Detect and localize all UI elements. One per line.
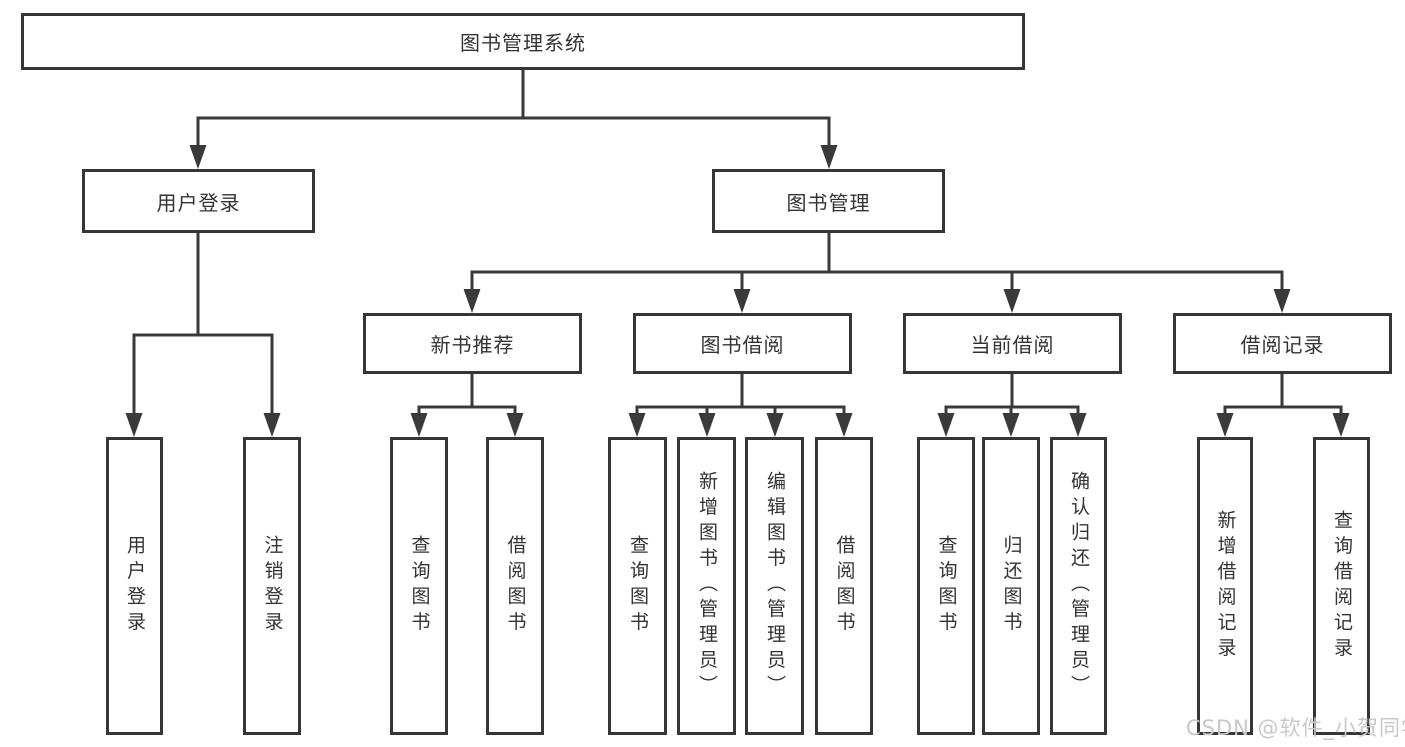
leaf-query-books-recommend: 查询图书	[390, 437, 448, 735]
node-label: 借阅图书	[833, 535, 856, 637]
node-borrowing-records: 借阅记录	[1173, 313, 1392, 374]
leaf-logout-login: 注销登录	[243, 437, 301, 735]
csdn-watermark: CSDN @软件_小贺同学	[1186, 716, 1405, 740]
connector-root-to-level1	[196, 69, 831, 147]
node-new-book-recommend: 新书推荐	[363, 313, 582, 374]
node-root-library-system: 图书管理系统	[21, 13, 1025, 70]
connector-newbook-to-leaves	[417, 373, 517, 415]
leaf-borrow-books-recommend: 借阅图书	[486, 437, 544, 735]
node-label: 确认归还（管理员）	[1068, 471, 1090, 701]
leaf-add-book-admin: 新增图书（管理员）	[677, 437, 736, 735]
node-label: 图书管理	[786, 190, 871, 215]
node-label: 编辑图书（管理员）	[764, 471, 786, 701]
leaf-query-books-borrowing: 查询图书	[608, 437, 667, 735]
node-label: 借阅记录	[1240, 333, 1325, 357]
leaf-user-login: 用户登录	[106, 437, 163, 735]
node-label: 用户登录	[124, 535, 146, 637]
node-book-management: 图书管理	[712, 169, 945, 233]
leaf-borrow-books: 借阅图书	[815, 437, 873, 735]
node-label: 新增借阅记录	[1214, 509, 1237, 663]
node-user-login: 用户登录	[82, 169, 315, 233]
node-label: 新书推荐	[430, 333, 515, 357]
node-label: 用户登录	[156, 190, 241, 215]
node-label: 注销登录	[261, 535, 284, 637]
node-label: 新增图书（管理员）	[696, 471, 718, 701]
node-label: 查询图书	[408, 535, 431, 637]
leaf-add-borrow-record: 新增借阅记录	[1197, 437, 1253, 735]
node-book-borrowing: 图书借阅	[633, 313, 852, 374]
leaf-query-borrow-record: 查询借阅记录	[1313, 437, 1370, 735]
node-label: 查询图书	[935, 535, 958, 637]
connector-borrowing-to-leaves	[635, 373, 846, 415]
node-label: 归还图书	[1000, 535, 1023, 637]
connector-userlogin-to-leaves	[132, 232, 274, 415]
leaf-return-books: 归还图书	[982, 437, 1040, 735]
leaf-query-books-current: 查询图书	[917, 437, 975, 735]
connector-records-to-leaves	[1223, 373, 1343, 415]
node-label: 借阅图书	[504, 535, 527, 637]
arrowheads	[125, 145, 1350, 437]
node-label: 当前借阅	[970, 333, 1055, 357]
connector-current-to-leaves	[944, 373, 1080, 415]
leaf-edit-book-admin: 编辑图书（管理员）	[745, 437, 804, 735]
node-current-borrowing: 当前借阅	[903, 313, 1122, 374]
leaf-confirm-return-admin: 确认归还（管理员）	[1050, 437, 1107, 735]
node-label: 图书借阅	[700, 333, 785, 357]
node-label: 查询图书	[627, 535, 649, 637]
node-label: 查询借阅记录	[1331, 509, 1353, 663]
connector-bookmgmt-to-level2	[470, 232, 1284, 291]
node-label: 图书管理系统	[460, 31, 586, 55]
